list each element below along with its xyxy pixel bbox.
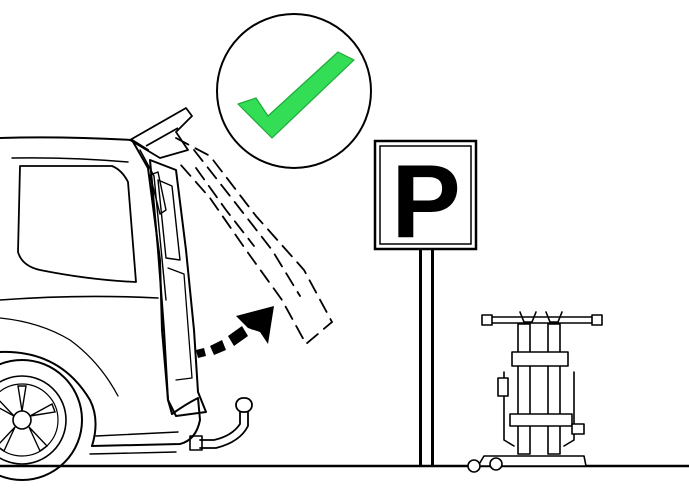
tailgate-open-inner-line	[193, 149, 301, 297]
bike-carrier	[467, 311, 603, 473]
bike-carrier-strap-right	[571, 423, 585, 435]
parking-sign: P	[373, 139, 478, 466]
bike-carrier-top-bar-end-right	[591, 314, 603, 326]
bike-carrier-top-bar	[485, 316, 599, 324]
bike-carrier-frame-lower	[509, 413, 573, 427]
bike-carrier-clamp-right	[545, 311, 563, 323]
swing-arrow-head	[236, 306, 274, 344]
parking-sign-post-left	[419, 248, 422, 466]
bike-carrier-clamp-left	[519, 311, 537, 323]
tow-hitch-mount	[189, 435, 203, 451]
tow-hitch	[189, 397, 253, 451]
car-wheel	[0, 359, 83, 481]
check-badge-circle	[216, 13, 372, 169]
parking-sign-inner-border	[379, 145, 472, 245]
tailgate-closed-outline	[149, 159, 207, 417]
car-side-window	[17, 165, 137, 283]
car-roof-inner-line	[11, 157, 129, 163]
swing-arrow-dash-1	[196, 348, 206, 358]
car-rim-spokes	[0, 385, 56, 453]
car-rear-pillar-inner	[139, 149, 167, 301]
swing-arrow	[196, 306, 274, 358]
checkmark-icon	[237, 51, 355, 139]
tailgate-closed-panel-line	[167, 267, 193, 381]
tow-hitch-neck	[199, 411, 241, 441]
tailgate-open-outline	[175, 137, 334, 346]
car-wheel-arch	[0, 350, 97, 447]
tailgate-closed	[149, 159, 207, 417]
car-hub	[12, 410, 32, 430]
tailgate-open-ghost	[175, 137, 334, 346]
tailgate-closed-glass	[157, 179, 181, 261]
car-tire	[0, 359, 83, 481]
bike-carrier-upright-right	[547, 323, 561, 455]
bike-carrier-top-bar-end-left	[481, 314, 493, 326]
bike-carrier-base	[477, 455, 587, 467]
spoiler-shape	[129, 107, 193, 159]
car-tail-light	[149, 171, 167, 215]
car	[0, 136, 201, 455]
car-rim-outer	[0, 375, 67, 465]
check-badge	[216, 13, 372, 169]
tailgate-open-glass	[195, 167, 255, 247]
tow-hitch-ball	[235, 397, 253, 413]
bike-carrier-rail-right	[563, 371, 575, 447]
car-roof-line	[0, 136, 149, 151]
bike-carrier-wheel-right	[489, 457, 503, 471]
car-bumper-lower	[89, 451, 177, 455]
parking-sign-outer	[373, 139, 478, 251]
bike-carrier-upright-left	[517, 323, 531, 455]
car-bumper-line	[95, 431, 179, 437]
bike-carrier-wheel-left	[467, 459, 481, 473]
spoiler-inner-line	[145, 127, 179, 147]
swing-arrow-dash-3	[228, 326, 248, 346]
car-rear-bumper	[91, 397, 201, 447]
car-body-crease	[0, 317, 119, 397]
tailgate-spoiler	[129, 107, 193, 159]
parking-sign-letter: P	[391, 144, 460, 260]
bike-carrier-light-left	[497, 377, 509, 397]
tow-hitch-neck-inner	[199, 411, 249, 449]
bike-carrier-frame-mid	[511, 351, 569, 367]
parking-sign-post-right	[431, 248, 434, 466]
car-shoulder-line	[0, 295, 159, 301]
car-rim-inner	[0, 383, 59, 457]
swing-arrow-dash-2	[210, 340, 226, 355]
